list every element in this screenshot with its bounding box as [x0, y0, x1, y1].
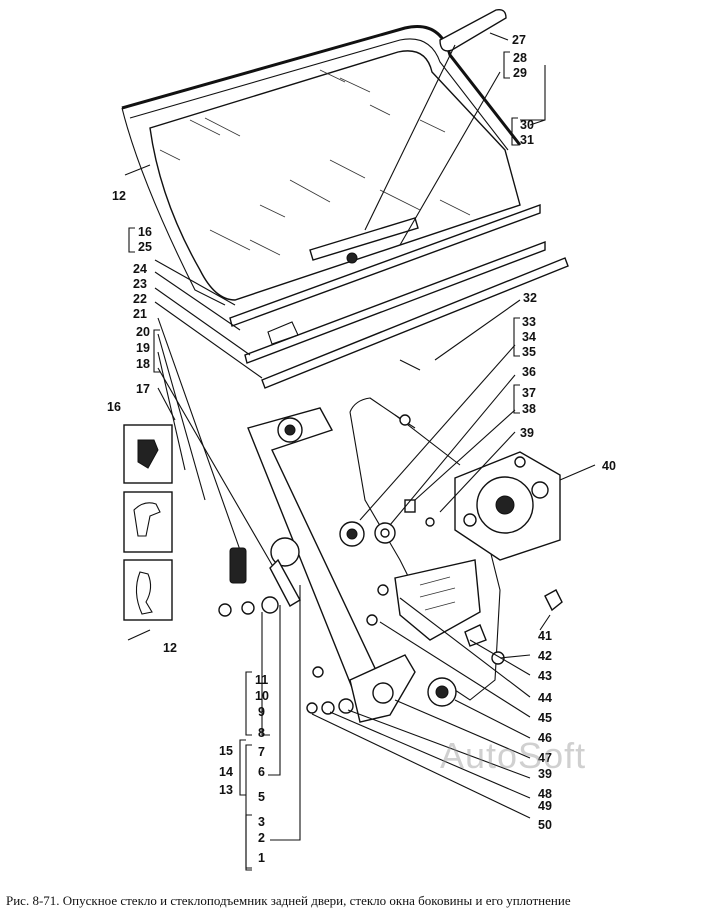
regulator-rail [247, 407, 416, 723]
label-18: 18 [136, 357, 150, 371]
label-27: 27 [512, 33, 526, 47]
label-47: 47 [538, 751, 552, 765]
label-8: 8 [258, 726, 265, 740]
label-16-top: 16 [138, 225, 152, 239]
label-19: 19 [136, 341, 150, 355]
exploded-diagram: 27 28 29 30 31 12 16 25 24 23 22 21 20 1… [107, 8, 616, 871]
label-42: 42 [538, 649, 552, 663]
label-33: 33 [522, 315, 536, 329]
leader-lines-lower [261, 299, 596, 841]
label-14: 14 [219, 765, 233, 779]
label-32: 32 [523, 291, 537, 305]
label-6: 6 [258, 765, 265, 779]
label-2: 2 [258, 831, 265, 845]
pulleys-and-bushings [339, 499, 435, 547]
bolt-41 [544, 589, 563, 612]
label-11: 11 [255, 673, 268, 687]
watermark: AutoSoft [440, 735, 587, 776]
seal-section-insets [123, 424, 173, 641]
label-28: 28 [513, 51, 527, 65]
label-23: 23 [133, 277, 147, 291]
label-1: 1 [258, 851, 265, 865]
side-window-glass [121, 25, 522, 306]
label-48: 48 [538, 787, 552, 801]
label-22: 22 [133, 292, 147, 306]
label-39-top: 39 [520, 426, 534, 440]
label-9: 9 [258, 705, 265, 719]
label-20: 20 [136, 325, 150, 339]
label-12-top: 12 [112, 189, 126, 203]
group-brackets [128, 51, 520, 871]
label-35: 35 [522, 345, 536, 359]
regulator-bracket [366, 559, 505, 707]
regulator-drive-housing [454, 451, 561, 561]
label-16-bottom: 16 [107, 400, 121, 414]
label-38: 38 [522, 402, 536, 416]
label-34: 34 [522, 330, 536, 344]
label-44: 44 [538, 691, 552, 705]
label-7: 7 [258, 745, 265, 759]
regulator-arm-parts [218, 537, 354, 715]
label-50: 50 [538, 818, 552, 832]
label-37: 37 [522, 386, 536, 400]
label-13: 13 [219, 783, 233, 797]
label-29: 29 [513, 66, 527, 80]
label-36: 36 [522, 365, 536, 379]
label-10: 10 [255, 689, 269, 703]
label-5: 5 [258, 790, 265, 804]
label-12-bottom: 12 [163, 641, 177, 655]
label-41: 41 [538, 629, 552, 643]
label-43: 43 [538, 669, 552, 683]
label-15: 15 [219, 744, 233, 758]
glass-seal-strips [229, 203, 569, 389]
part-number-labels: 27 28 29 30 31 12 16 25 24 23 22 21 20 1… [107, 33, 616, 865]
label-30: 30 [520, 118, 534, 132]
label-39-bottom: 39 [538, 767, 552, 781]
label-17: 17 [136, 382, 150, 396]
seal-piece-27 [439, 8, 507, 52]
label-45: 45 [538, 711, 552, 725]
label-49: 49 [538, 799, 552, 813]
label-21: 21 [133, 307, 147, 321]
label-25: 25 [138, 240, 152, 254]
label-24: 24 [133, 262, 147, 276]
label-40: 40 [602, 459, 616, 473]
label-46: 46 [538, 731, 552, 745]
label-31: 31 [520, 133, 534, 147]
figure-caption: Рис. 8-71. Опускное стекло и стеклоподъе… [6, 893, 571, 908]
leader-lines-upper [124, 32, 546, 571]
label-3: 3 [258, 815, 265, 829]
